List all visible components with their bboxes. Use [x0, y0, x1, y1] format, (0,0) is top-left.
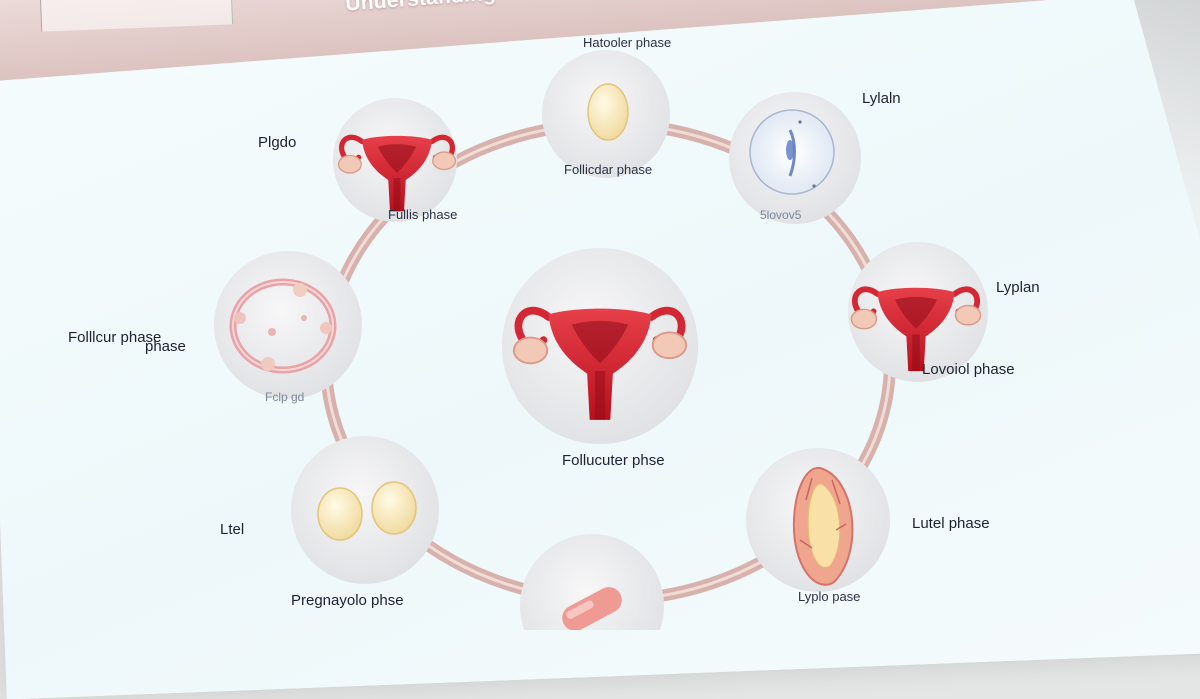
node-bottom	[520, 534, 664, 630]
label-lower-right-below: Lyplo pase	[798, 589, 861, 604]
label-center: Follucuter phse	[562, 452, 665, 469]
label-top-right-above: Lylaln	[862, 90, 901, 107]
node-top	[542, 50, 670, 178]
label-left-below: Fclp gd	[265, 390, 305, 404]
label-top-below: Follicdar phase	[564, 162, 653, 177]
node-lower-left	[291, 436, 439, 584]
cell-membrane-icon	[749, 109, 835, 195]
follicle-ring-icon	[229, 278, 337, 374]
label-top-above: Hatooler phase	[583, 35, 672, 50]
label-left-above-2: phase	[145, 338, 186, 355]
node-lower-right	[746, 448, 890, 592]
label-left-above: Folllcur phase	[68, 329, 162, 346]
twin-eggs-icon	[317, 481, 417, 541]
label-upper-left-below: Fullis phase	[388, 207, 458, 222]
label-top-right-below: 5lovov5	[760, 208, 802, 222]
egg-cell-icon	[587, 83, 629, 141]
label-lower-left-above: Ltel	[220, 521, 245, 538]
endometrium-icon	[792, 466, 854, 586]
node-top-right	[729, 92, 861, 224]
center-node	[502, 248, 698, 444]
node-upper-left	[333, 98, 457, 222]
label-right-below: Lovoiol phase	[922, 361, 1015, 378]
label-lower-right-above: Lutel phase	[912, 515, 990, 532]
label-lower-left-below: Pregnayolo phse	[291, 592, 404, 609]
label-upper-left-above: Plgdo	[258, 134, 297, 151]
node-left	[214, 251, 362, 399]
capsule-icon	[562, 587, 622, 630]
node-right	[848, 242, 988, 382]
menstrual-cycle-diagram	[214, 50, 988, 630]
label-right-above: Lyplan	[996, 279, 1040, 296]
